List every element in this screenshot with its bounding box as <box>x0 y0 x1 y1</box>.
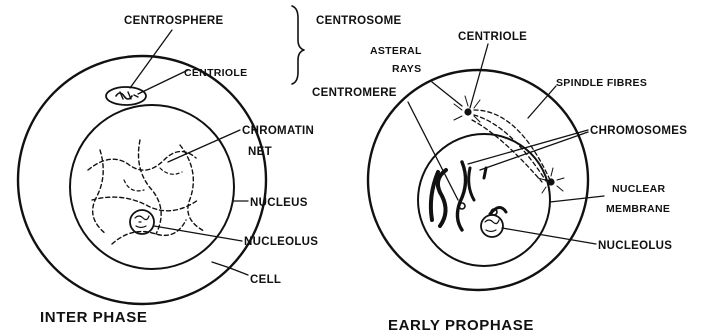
prophase-nucleolus <box>481 215 503 237</box>
label-nucleolus-left: NUCLEOLUS <box>244 236 318 248</box>
prophase-nuclear-membrane <box>418 134 550 266</box>
caption-early-prophase: EARLY PROPHASE <box>388 317 534 334</box>
prophase-centriole-top <box>464 108 471 115</box>
centriole-left-leader <box>138 70 188 94</box>
label-asteral: ASTERAL <box>370 45 422 57</box>
cell-leader <box>212 262 248 275</box>
interphase-nucleolus <box>130 210 154 234</box>
label-centrosphere: CENTROSPHERE <box>124 15 223 27</box>
interphase-nucleus <box>70 105 234 269</box>
label-centriole-left: CENTRIOLE <box>184 67 247 79</box>
label-centrosome: CENTROSOME <box>316 15 401 27</box>
chromatin-net <box>88 140 204 244</box>
prophase-centriole-right <box>547 178 554 185</box>
label-spindle-fibres: SPINDLE FIBRES <box>556 77 647 89</box>
centriole-right-leader <box>470 44 488 108</box>
label-nuclear: NUCLEAR <box>612 183 666 195</box>
label-chromatin: CHROMATIN <box>242 125 314 137</box>
chromosomes-leader-a <box>468 130 588 164</box>
spindle-fibres <box>472 110 550 182</box>
label-asteral-rays: RAYS <box>392 63 421 75</box>
label-centriole-right: CENTRIOLE <box>458 31 527 43</box>
label-nuclear-membrane: MEMBRANE <box>606 203 670 215</box>
label-cell: CELL <box>250 274 281 286</box>
interphase-centriole <box>116 92 138 99</box>
chromosomes <box>431 162 506 230</box>
nuclear-membrane-leader <box>550 196 604 202</box>
label-nucleolus-right: NUCLEOLUS <box>598 240 672 252</box>
caption-inter-phase: INTER PHASE <box>40 309 147 326</box>
label-chromatin-net: NET <box>248 146 272 158</box>
nucleolus-left-leader <box>154 226 242 241</box>
label-centromere: CENTROMERE <box>312 87 397 99</box>
label-nucleus: NUCLEUS <box>250 197 308 209</box>
asteral-rays-leader <box>432 82 462 106</box>
centrosome-bracket <box>292 6 304 84</box>
nucleolus-right-leader <box>502 228 596 244</box>
interphase-cell-membrane <box>18 56 266 304</box>
label-chromosomes: CHROMOSOMES <box>590 125 687 137</box>
interphase-centrosphere <box>106 87 146 105</box>
